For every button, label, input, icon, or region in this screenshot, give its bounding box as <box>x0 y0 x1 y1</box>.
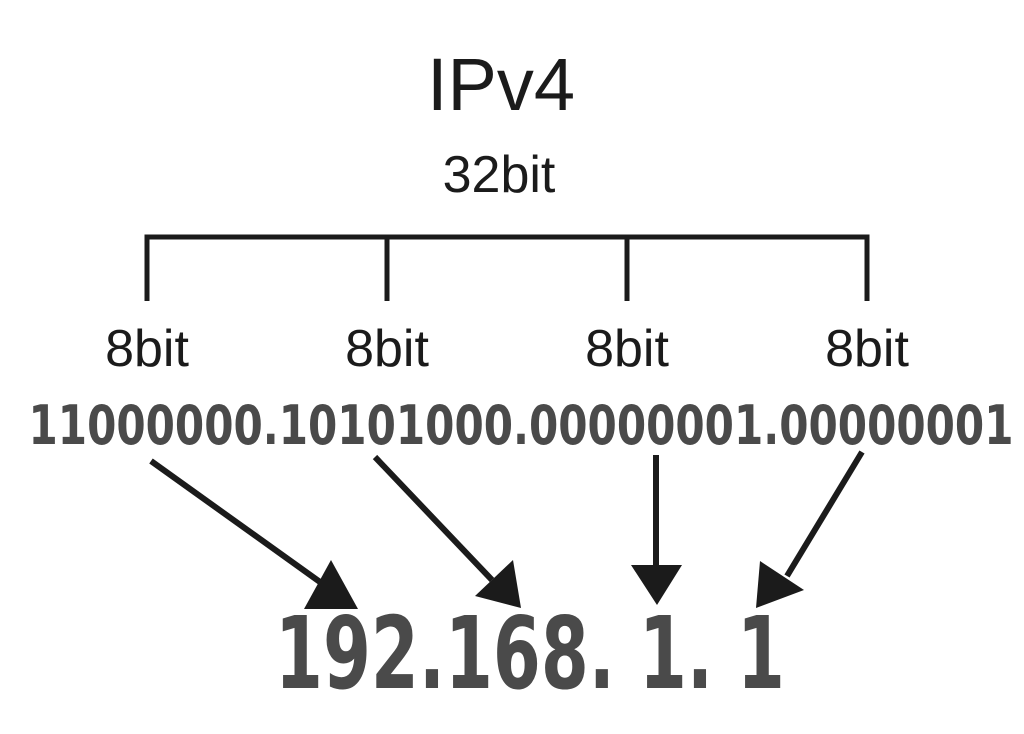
arrow-octet-1 <box>149 458 358 609</box>
conversion-arrows <box>149 450 865 609</box>
arrowhead-icon-2 <box>475 560 521 608</box>
arrow-line-2 <box>372 454 495 583</box>
arrowhead-icon-3 <box>631 565 682 605</box>
octet-label-1: 8bit <box>105 320 189 378</box>
arrow-octet-3 <box>631 455 682 605</box>
arrow-line-1 <box>149 458 322 585</box>
octet-label-4: 8bit <box>825 320 909 378</box>
total-bits-label: 32bit <box>443 146 556 204</box>
diagram-title: IPv4 <box>427 43 575 126</box>
octet-labels: 8bit 8bit 8bit 8bit <box>105 320 909 378</box>
bit-bracket <box>144 234 870 301</box>
octet-label-2: 8bit <box>345 320 429 378</box>
decimal-address: 192.168. 1. 1 <box>275 595 785 712</box>
arrowhead-icon-4 <box>756 561 804 608</box>
arrow-octet-4 <box>756 450 865 608</box>
arrowhead-icon-1 <box>304 560 358 609</box>
arrow-line-4 <box>784 450 865 578</box>
octet-label-3: 8bit <box>585 320 669 378</box>
arrow-octet-2 <box>372 454 521 608</box>
binary-address: 11000000.10101000.00000001.00000001 <box>29 394 1014 457</box>
